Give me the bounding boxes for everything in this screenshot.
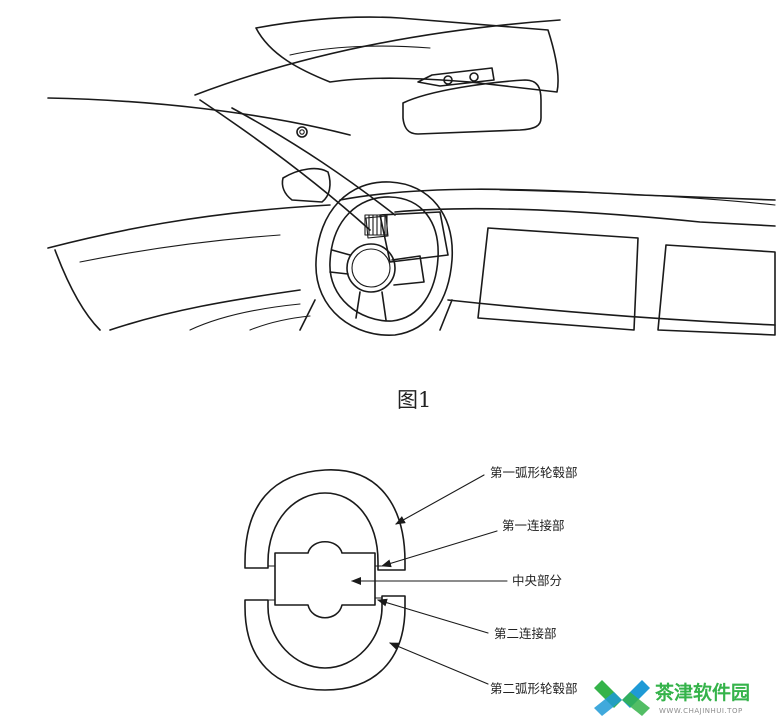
- steering-wheel-inner: [329, 196, 439, 322]
- a-pillar-sensor-inner: [299, 129, 305, 135]
- a-pillar-sensor: [296, 126, 308, 138]
- steering-column: [299, 299, 453, 331]
- dashboard-front: [394, 208, 776, 227]
- label-second-arc-rim: 第二弧形轮毂部: [490, 681, 578, 696]
- dashboard-top: [339, 188, 776, 201]
- a-pillar-left: [199, 99, 371, 231]
- mirror-mount-button-right: [469, 72, 479, 82]
- leader-second-arc-rim: [389, 642, 489, 685]
- seat-line-2: [249, 315, 311, 331]
- headliner-line: [47, 97, 351, 136]
- leader-first-arc-rim: [395, 474, 485, 525]
- label-second-connector: 第二连接部: [494, 626, 557, 641]
- center-screen: [477, 227, 639, 331]
- central-part: [274, 540, 376, 619]
- figure2-leader-lines: [351, 474, 508, 685]
- leader-first-connector: [381, 530, 498, 568]
- sun-visor: [255, 16, 559, 93]
- dashboard-lower: [447, 299, 776, 326]
- steering-wheel-outer: [315, 181, 453, 336]
- door-panel-inner: [79, 234, 281, 263]
- watermark-name: 茶津软件园: [655, 681, 750, 704]
- passenger-screen: [657, 244, 776, 336]
- second-arc-rim: [244, 595, 406, 691]
- windshield-base: [499, 189, 776, 206]
- label-first-arc-rim: 第一弧形轮毂部: [490, 465, 578, 480]
- mirror-mount-button-left: [443, 75, 453, 85]
- second-connector: [267, 597, 383, 601]
- steering-spoke-right: [391, 255, 425, 286]
- figure1-caption: 图1: [397, 388, 431, 412]
- door-panel: [54, 249, 101, 331]
- steering-spoke-bottom: [355, 291, 387, 321]
- cluster-vent: [365, 215, 389, 239]
- first-arc-rim: [244, 469, 406, 571]
- watermark-url: WWW.CHAJINHUI.TOP: [659, 707, 743, 715]
- side-mirror: [281, 167, 331, 203]
- rear-view-mirror: [402, 79, 542, 135]
- a-pillar-right: [231, 107, 396, 216]
- door-lower: [109, 289, 301, 331]
- headliner-edge: [194, 19, 561, 96]
- door-top-line: [47, 204, 331, 249]
- steering-hub-inner: [351, 248, 391, 288]
- figure1-car-interior: [47, 16, 776, 336]
- label-central-part: 中央部分: [512, 573, 562, 588]
- steering-spoke-left: [329, 249, 351, 275]
- watermark-logo-icon: [594, 680, 650, 716]
- leader-second-connector: [377, 598, 489, 634]
- label-first-connector: 第一连接部: [502, 518, 565, 533]
- watermark: 茶津软件园 WWW.CHAJINHUI.TOP: [594, 680, 750, 716]
- mirror-mount: [417, 67, 495, 87]
- steering-grille: [364, 214, 388, 236]
- steering-hub: [346, 243, 396, 293]
- sun-visor-inner: [289, 45, 431, 56]
- seat-line-1: [189, 303, 301, 331]
- figure2-wheel-structure: [244, 469, 406, 691]
- instrument-cluster: [379, 211, 449, 263]
